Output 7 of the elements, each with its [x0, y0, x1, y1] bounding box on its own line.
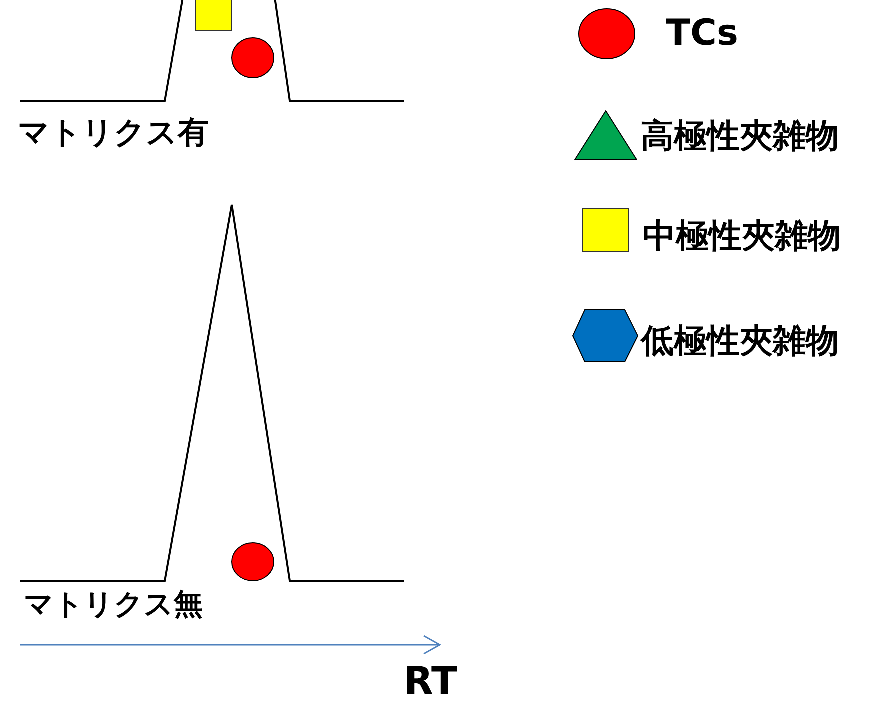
legend-label: 低極性夾雑物 [641, 324, 839, 357]
axis-label: マトリクス有 [18, 118, 209, 149]
axis-label: マトリクス無 [24, 590, 203, 619]
legend-label: TCs [666, 16, 738, 52]
legend-label: 中極性夾雑物 [643, 219, 841, 252]
axis-label: RT [404, 662, 458, 700]
legend-label: 高極性夾雑物 [641, 119, 839, 152]
